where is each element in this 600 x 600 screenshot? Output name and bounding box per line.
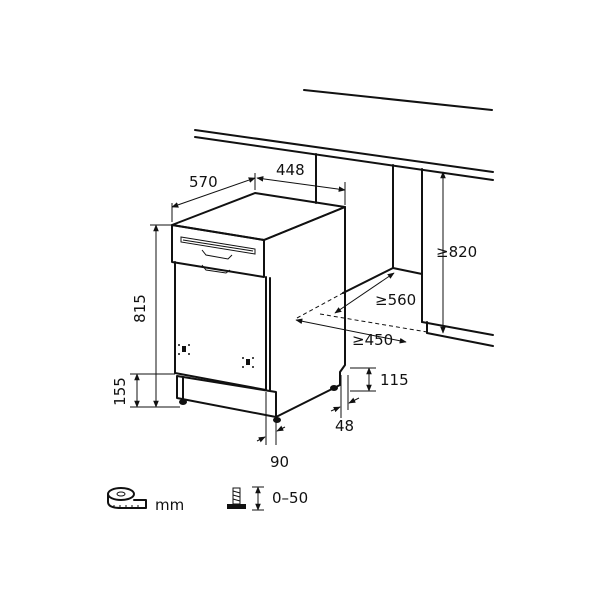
label-back-plinth: 115 [380, 371, 409, 389]
dim-plinth [130, 373, 175, 408]
label-back-foot-offset: 48 [335, 417, 355, 435]
label-niche-depth: ≥560 [375, 291, 417, 309]
countertop [194, 129, 494, 181]
label-front-foot-offset: 90 [270, 453, 290, 471]
dim-depth [171, 173, 256, 222]
legend-adjust-label: 0–50 [272, 489, 309, 507]
label-niche-height: ≥820 [436, 243, 478, 261]
label-width: 448 [276, 161, 305, 179]
dim-niche-depth [296, 272, 395, 319]
dim-back-plinth [350, 367, 376, 392]
dim-front-foot [256, 392, 286, 445]
dishwasher-body [171, 192, 346, 423]
legend-unit-label: mm [155, 496, 185, 514]
label-niche-width: ≥450 [352, 331, 394, 349]
dim-width [256, 176, 346, 205]
label-depth: 570 [189, 173, 218, 191]
dim-back-foot [330, 375, 360, 418]
label-height: 815 [130, 294, 149, 323]
label-plinth-height: 155 [110, 377, 129, 406]
adjustable-foot-icon [227, 486, 264, 511]
tape-measure-icon [107, 487, 147, 509]
door-mount-marks [178, 344, 254, 368]
dim-niche-width [295, 313, 428, 344]
wall-top-line [303, 89, 493, 111]
door-handle [180, 236, 256, 274]
